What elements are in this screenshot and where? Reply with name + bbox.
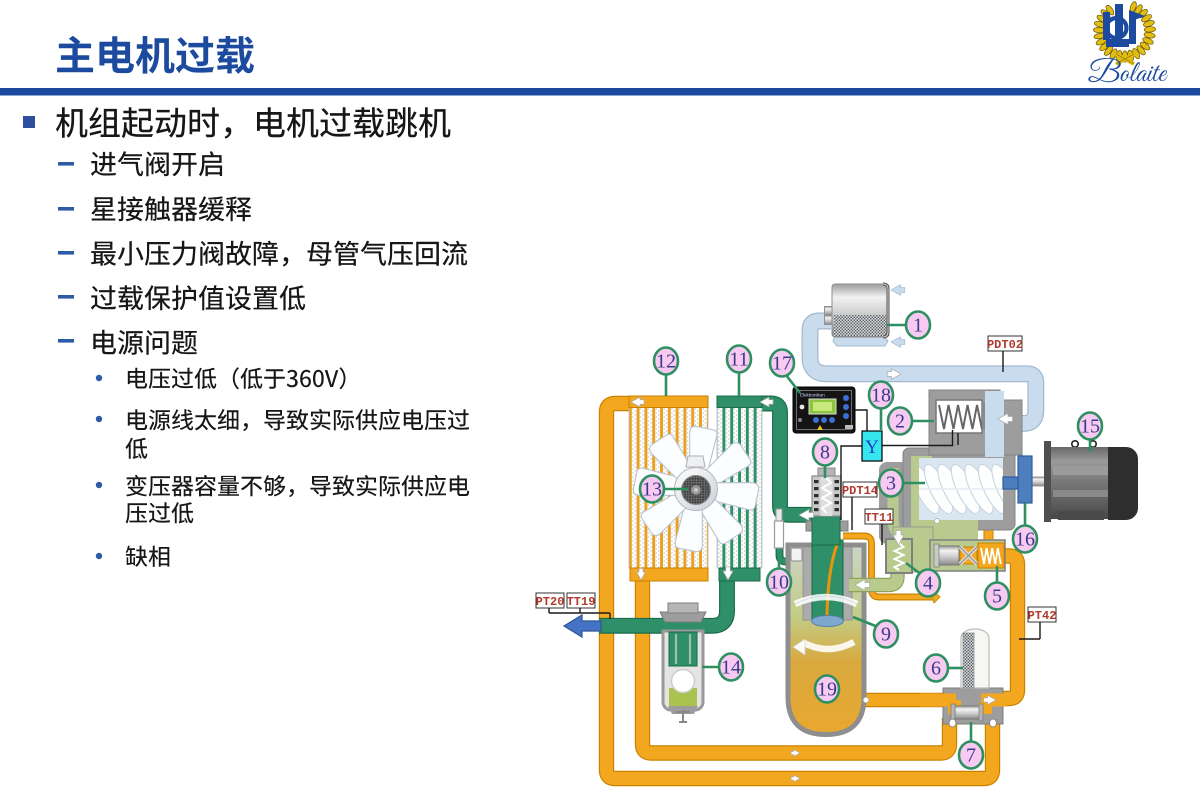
svg-text:2: 2: [895, 411, 905, 433]
svg-text:TT11: TT11: [865, 511, 894, 525]
svg-text:Elektronikon: Elektronikon: [800, 393, 825, 398]
svg-text:5: 5: [992, 586, 1002, 608]
svg-text:16: 16: [1015, 529, 1035, 551]
svg-text:14: 14: [721, 657, 741, 679]
svg-text:12: 12: [656, 351, 676, 373]
svg-text:9: 9: [881, 624, 891, 646]
svg-text:PT42: PT42: [1028, 609, 1057, 623]
svg-text:7: 7: [966, 745, 976, 767]
svg-text:3: 3: [886, 473, 896, 495]
svg-text:TT19: TT19: [567, 595, 596, 609]
svg-text:6: 6: [931, 658, 941, 680]
svg-text:1: 1: [913, 315, 923, 337]
svg-text:15: 15: [1080, 416, 1100, 438]
svg-text:Y: Y: [865, 437, 879, 458]
svg-text:19: 19: [817, 679, 837, 701]
svg-text:8: 8: [820, 442, 830, 464]
svg-text:4: 4: [923, 573, 933, 595]
svg-text:10: 10: [769, 572, 789, 594]
svg-text:PDT02: PDT02: [987, 338, 1023, 352]
svg-text:PT20: PT20: [536, 595, 565, 609]
svg-text:18: 18: [871, 385, 891, 407]
svg-text:13: 13: [642, 479, 662, 501]
svg-text:11: 11: [729, 349, 748, 371]
svg-text:17: 17: [772, 353, 792, 375]
svg-text:PDT14: PDT14: [842, 484, 878, 498]
